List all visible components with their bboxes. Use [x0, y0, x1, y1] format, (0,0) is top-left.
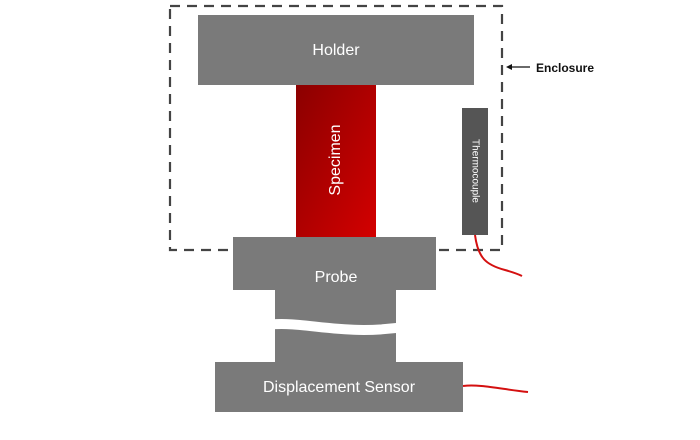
probe-head — [233, 237, 436, 290]
enclosure-arrow-head — [506, 64, 512, 70]
thermocouple-wire — [474, 234, 523, 277]
probe-label: Probe — [315, 269, 358, 286]
sensor-wire — [462, 384, 529, 393]
thermocouple-block — [462, 108, 488, 235]
enclosure-label: Enclosure — [536, 61, 594, 75]
enclosure-outline — [168, 4, 504, 252]
holder-label: Holder — [312, 42, 360, 59]
specimen-block — [296, 85, 376, 239]
thermocouple-label: Thermocouple — [469, 139, 480, 203]
displacement-sensor-label: Displacement Sensor — [263, 379, 416, 396]
shaft-break-fill — [260, 320, 410, 334]
displacement-sensor-block — [215, 362, 463, 412]
specimen-label: Specimen — [327, 124, 344, 195]
holder-block — [198, 15, 474, 85]
